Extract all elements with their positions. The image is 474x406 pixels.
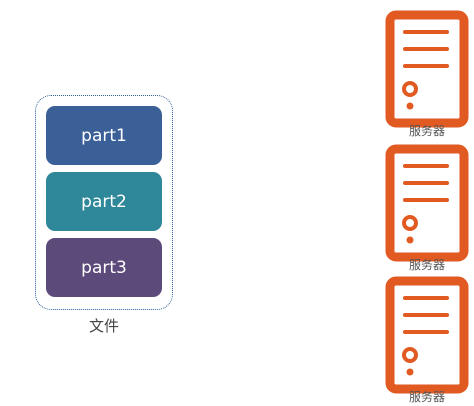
server-3-label: 服务器 [408,390,445,404]
file-group-outline [35,95,173,310]
server-2 [385,144,469,262]
server-icon [385,276,469,394]
server-2-label: 服务器 [408,258,445,272]
server-icon [385,144,469,262]
file-part-3: part3 [46,238,162,297]
file-part-3-label: part3 [81,257,127,278]
server-icon [385,10,469,128]
server-1 [385,10,469,128]
file-part-1: part1 [46,106,162,165]
server-3 [385,276,469,394]
file-label: 文件 [88,317,119,335]
file-part-2: part2 [46,172,162,231]
server-1-label: 服务器 [408,124,445,138]
file-part-1-label: part1 [81,125,127,146]
file-part-2-label: part2 [81,191,127,212]
